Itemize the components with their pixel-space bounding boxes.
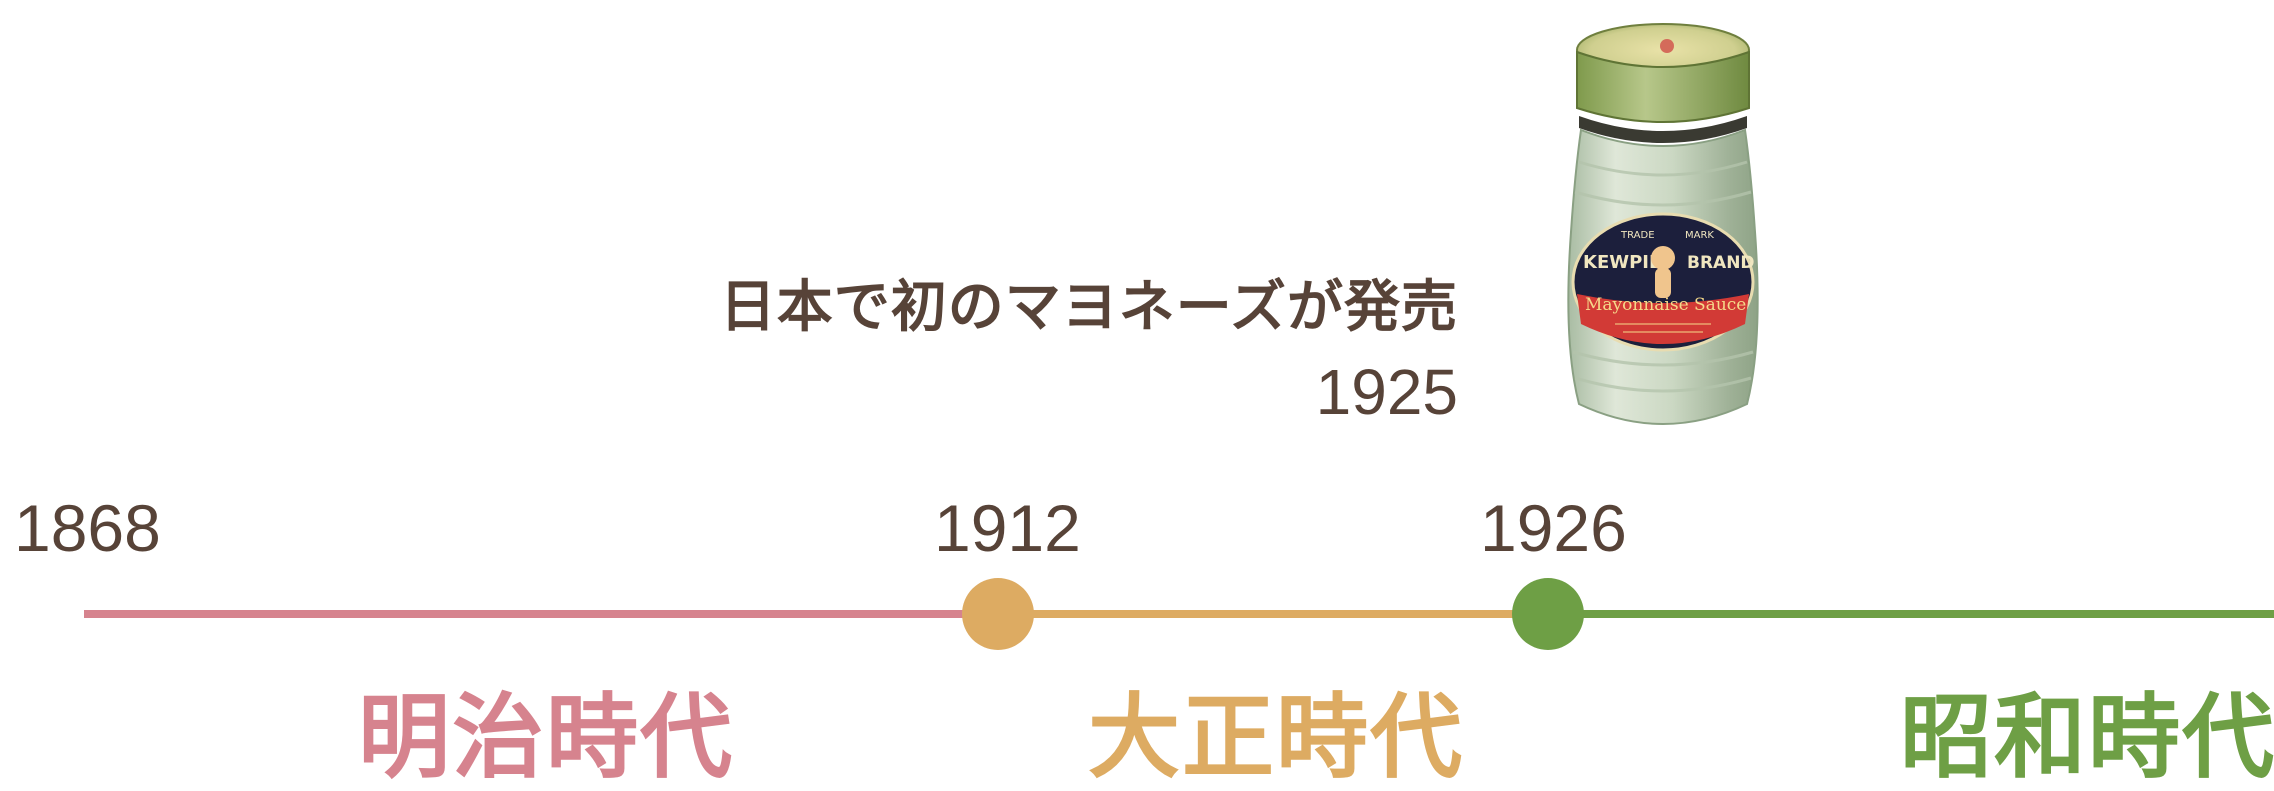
jar-label-mark: MARK xyxy=(1685,230,1714,241)
event-year: 1925 xyxy=(1315,356,1458,428)
jar-label-product: Mayonnaise Sauce xyxy=(1585,295,1746,315)
jar-label-brand: BRAND xyxy=(1687,253,1755,273)
jar-label-trade: TRADE xyxy=(1620,230,1655,241)
year-label-1868: 1868 xyxy=(14,491,161,565)
meiji-era-segment xyxy=(84,610,998,618)
jar-label-kewpie: KEWPIE xyxy=(1583,252,1661,273)
showa-start-marker xyxy=(1512,578,1584,650)
taisho-era-segment xyxy=(998,610,1548,618)
mayonnaise-jar-image: TRADE MARK KEWPIE BRAND Mayonnaise Sauce xyxy=(1567,23,1759,425)
taisho-start-marker xyxy=(962,578,1034,650)
era-label-showa: 昭和時代 xyxy=(1900,684,2274,791)
era-label-meiji: 明治時代 xyxy=(358,684,735,791)
year-label-1912: 1912 xyxy=(934,491,1081,565)
event-description: 日本で初のマヨネーズが発売 xyxy=(719,275,1458,340)
showa-era-segment xyxy=(1548,610,2274,618)
year-label-1926: 1926 xyxy=(1480,491,1627,565)
era-label-taisho: 大正時代 xyxy=(1088,684,1465,791)
